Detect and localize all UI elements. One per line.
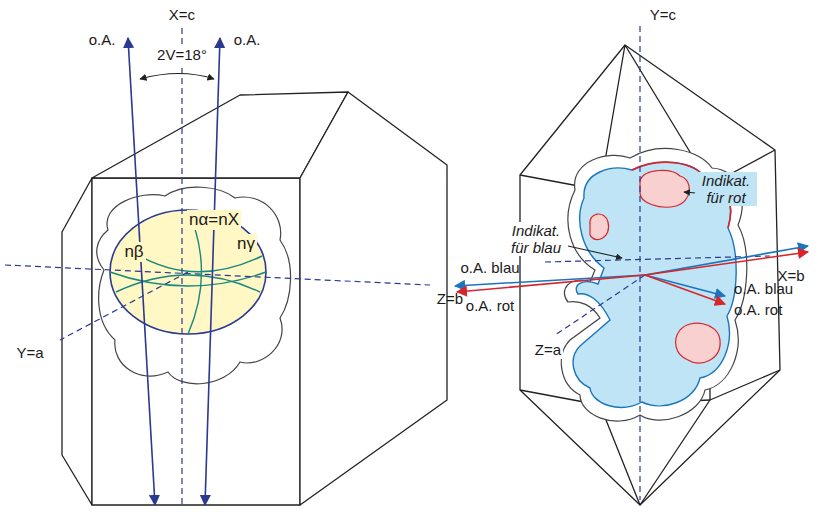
angle-label: 2V=18° [155,46,209,63]
axis-label: Z=a [533,341,563,358]
optic-axis-label: o.A. [87,31,118,48]
axis [545,26,770,500]
optic-axis-label: o.A. [232,31,263,48]
angle-arc [140,74,214,80]
indicatrix-label: Indikat. für rot [695,172,757,207]
axis-label: Y=c [648,6,678,23]
refractive-index: nα=nX [187,210,241,230]
axis [5,28,430,505]
optic-axis-label: o.A. rot [732,301,784,318]
refractive-index: nγ [235,234,257,254]
prism-crystal [62,92,447,505]
optic-axis [128,38,220,505]
cutaway [97,187,291,384]
axis-label: Y=a [14,344,45,361]
indicatrix-label: Indikat. für blau [505,222,567,257]
axis-label: Z=b [435,290,465,307]
optic-axis-label: o.A. blau [732,280,795,297]
axis-label: X=c [167,6,197,23]
leader-line [568,192,696,258]
optic-axis-label: o.A. blau [458,259,521,276]
refractive-index: nβ [122,242,145,262]
optic-axis-label: o.A. rot [464,297,516,314]
